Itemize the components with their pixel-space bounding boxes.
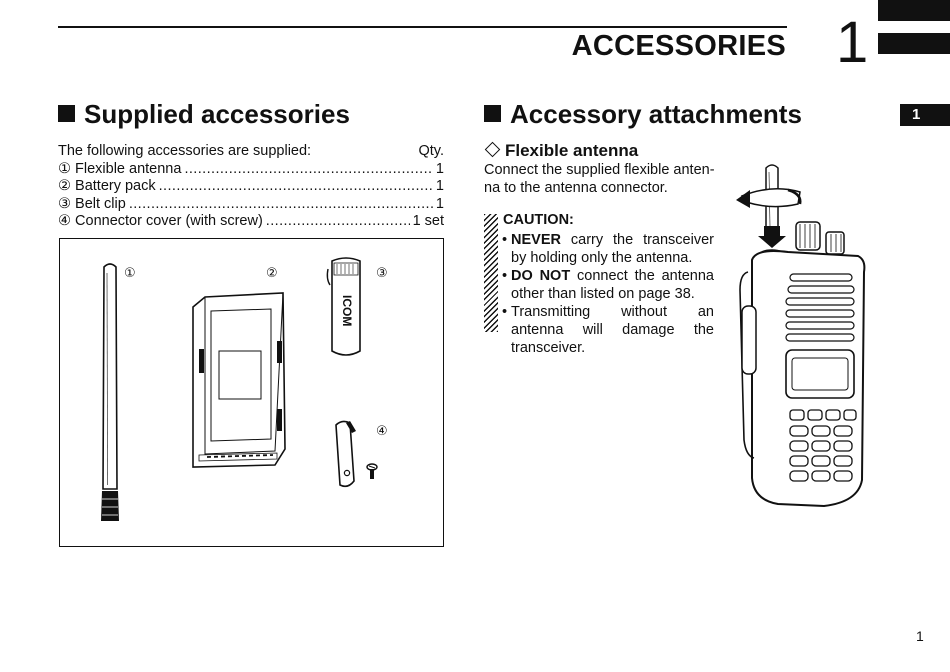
instruction-line: na to the antenna connector. xyxy=(484,180,668,196)
volume-knob-icon xyxy=(795,221,821,251)
caution-title: CAUTION: xyxy=(503,212,574,228)
leader-dots xyxy=(184,161,432,179)
caution-text: Transmitting without an antenna will dam… xyxy=(511,304,714,356)
accessories-figure: ① ② ③ ④ ICOM xyxy=(59,238,444,547)
caution-hatch xyxy=(484,214,498,332)
item-label: Flexible antenna xyxy=(75,160,182,177)
accessory-list: The following accessories are supplied: … xyxy=(58,143,444,231)
caution-item: • DO NOT connect the antenna other than … xyxy=(502,268,714,302)
caution-text: carry the transceiver by holding only th… xyxy=(511,232,714,266)
caution-emphasis: DO NOT xyxy=(511,268,571,284)
item-qty: 1 xyxy=(435,195,444,212)
qty-label: Qty. xyxy=(418,143,444,159)
chapter-number: 1 xyxy=(836,10,869,75)
section-heading-attachments: Accessory attachments xyxy=(484,99,802,130)
caution-item: • Transmitting without an antenna will d… xyxy=(502,304,714,356)
caution-emphasis: NEVER xyxy=(511,232,561,248)
clip-logo: ICOM xyxy=(340,295,354,326)
header-bar-top xyxy=(878,0,950,21)
list-item: ① Flexible antenna 1 xyxy=(58,161,444,179)
speaker-grille-icon xyxy=(785,273,855,342)
header-rule xyxy=(58,26,787,28)
battery-pack-icon xyxy=(192,292,286,468)
leader-dots xyxy=(129,196,433,214)
list-header: The following accessories are supplied: … xyxy=(58,143,444,161)
header-bar-bottom xyxy=(878,33,950,54)
screw-icon xyxy=(366,463,378,479)
square-bullet-icon xyxy=(484,105,501,122)
chapter-title: ACCESSORIES xyxy=(571,30,786,62)
caution-item: • NEVER carry the transceiver by holding… xyxy=(502,232,714,266)
item-number: ③ xyxy=(58,195,71,212)
list-item: ④ Connector cover (with screw) 1 set xyxy=(58,213,444,231)
list-item: ② Battery pack 1 xyxy=(58,178,444,196)
item-number: ④ xyxy=(58,213,71,230)
item-qty: 1 xyxy=(435,160,444,177)
subheading-text: Flexible antenna xyxy=(505,141,639,160)
item-label: Connector cover (with screw) xyxy=(75,213,263,230)
item-qty: 1 set xyxy=(412,213,444,230)
instruction-line: Connect the supplied flexible anten- xyxy=(484,162,715,178)
section-heading-text: Supplied accessories xyxy=(84,99,350,129)
item-number: ① xyxy=(58,160,71,177)
section-heading-text: Accessory attachments xyxy=(510,99,802,129)
item-qty: 1 xyxy=(435,178,444,195)
item-label: Battery pack xyxy=(75,178,156,195)
square-bullet-icon xyxy=(58,105,75,122)
item-number: ② xyxy=(58,178,71,195)
figure-label-antenna: ① xyxy=(124,265,136,280)
belt-clip-icon: ICOM xyxy=(326,257,361,356)
flexible-antenna-icon xyxy=(101,263,119,521)
display-icon xyxy=(785,349,855,399)
rotate-arrow-icon xyxy=(740,188,801,208)
antenna-instructions: Connect the supplied flexible anten- na … xyxy=(484,161,716,197)
leader-dots xyxy=(266,213,410,231)
figure-label-cover: ④ xyxy=(376,423,388,438)
leader-dots xyxy=(159,178,433,196)
item-label: Belt clip xyxy=(75,195,126,212)
connector-cover-icon xyxy=(335,420,378,488)
figure-label-battery: ② xyxy=(266,265,278,280)
down-arrow-icon xyxy=(758,226,786,248)
section-heading-supplied: Supplied accessories xyxy=(58,99,350,130)
chapter-tab[interactable]: 1 xyxy=(900,104,950,126)
keypad-icon xyxy=(789,409,857,482)
caution-list: • NEVER carry the transceiver by holding… xyxy=(502,231,714,357)
figure-label-clip: ③ xyxy=(376,265,388,280)
list-intro: The following accessories are supplied: xyxy=(58,143,312,159)
list-item: ③ Belt clip 1 xyxy=(58,196,444,214)
diamond-icon xyxy=(484,141,501,158)
ptt-button-icon xyxy=(741,305,757,375)
page-number: 1 xyxy=(916,628,924,644)
caution-text: connect the antenna other than listed on… xyxy=(511,268,714,302)
subheading-flexible-antenna: Flexible antenna xyxy=(484,141,638,161)
transceiver-illustration xyxy=(736,164,866,508)
